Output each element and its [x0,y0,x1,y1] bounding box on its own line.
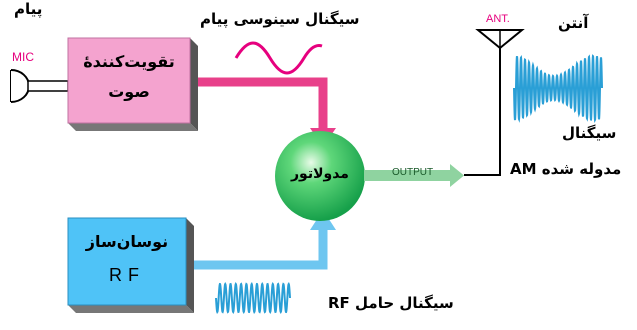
amplifier-label-line2: صوت [108,82,150,101]
modulator-label: مدولاتور [291,166,349,182]
am-modulated-label: مدوله شده AM [510,160,622,178]
oscillator-label-line1: نوسان‌ساز [85,232,169,251]
message-sine-wave [234,41,323,75]
signal-label: سیگنال [562,124,617,142]
output-label: OUTPUT [392,167,434,178]
antenna-label: آنتن [558,14,589,32]
message-label: پیام [14,0,43,18]
antenna-icon [475,29,525,50]
rf-carrier-label: سیگنال حامل RF [328,294,454,312]
microphone-icon [10,69,69,103]
message-sine-label: سیگنال سینوسی پیام [200,10,360,28]
antenna-feed-line [464,48,501,176]
oscillator-label-line2: RF [109,265,145,285]
am-modulated-wave [513,54,603,124]
ant-label: ANT. [486,13,510,25]
output-arrow [364,164,464,187]
mic-label: MIC [12,50,34,64]
rf-oscillator-block [67,217,194,313]
audio-amplifier-block [67,37,198,131]
modulator-sphere [275,131,365,221]
amplifier-label-line1: تقویت‌کنندهٔ [83,52,175,71]
rf-carrier-wave [215,281,291,315]
